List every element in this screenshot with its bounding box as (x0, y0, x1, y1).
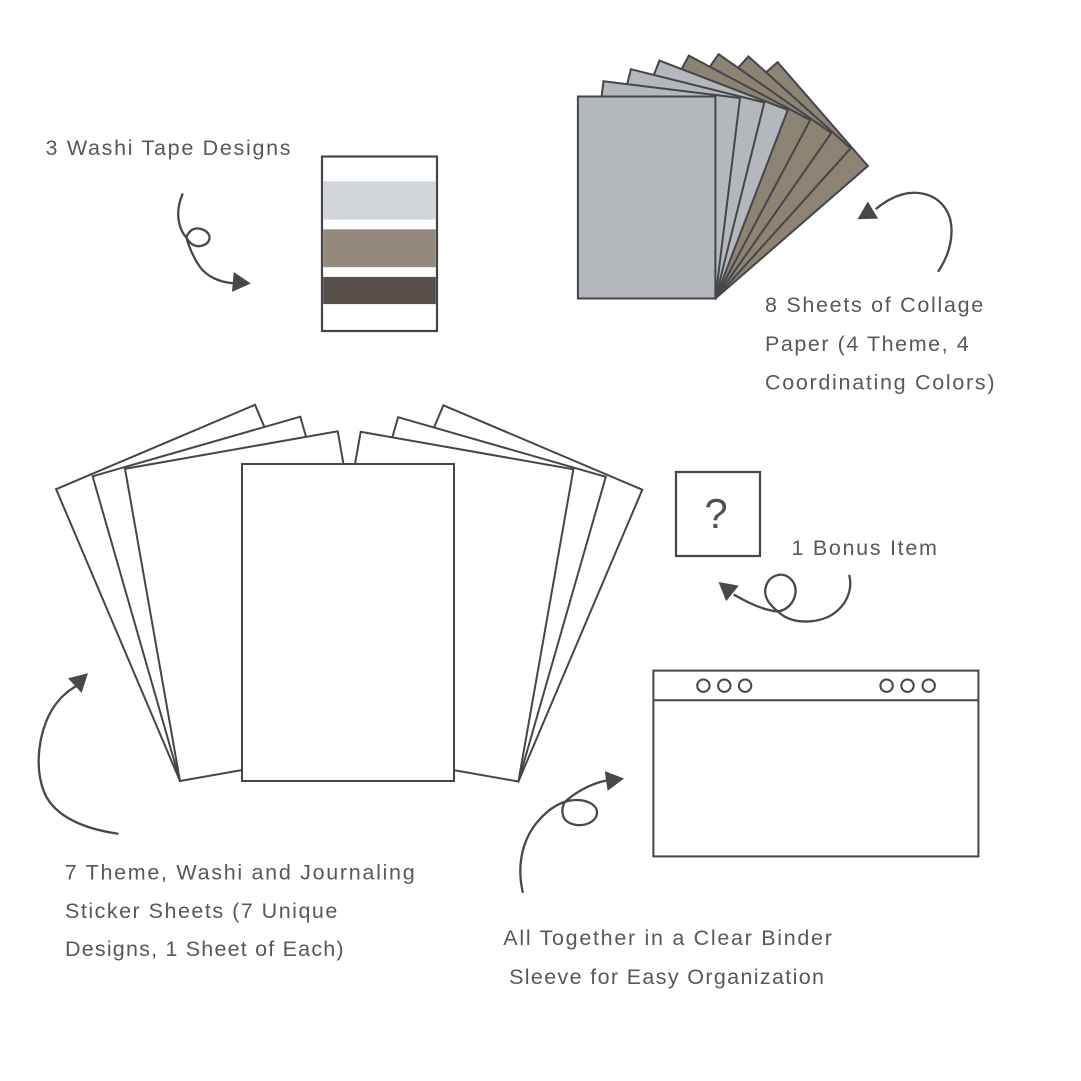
svg-text:7 Theme, Washi and Journaling: 7 Theme, Washi and Journaling (65, 861, 417, 885)
svg-text:Sleeve for Easy Organization: Sleeve for Easy Organization (509, 965, 825, 989)
svg-text:All Together in a Clear Binder: All Together in a Clear Binder (503, 926, 833, 950)
svg-text:8 Sheets of Collage: 8 Sheets of Collage (765, 293, 985, 317)
svg-text:?: ? (704, 490, 727, 537)
svg-text:3 Washi Tape Designs: 3 Washi Tape Designs (46, 136, 293, 160)
svg-text:1 Bonus Item: 1 Bonus Item (792, 536, 939, 560)
svg-text:Paper (4 Theme, 4: Paper (4 Theme, 4 (765, 332, 970, 356)
svg-text:Sticker Sheets (7 Unique: Sticker Sheets (7 Unique (65, 899, 339, 923)
svg-text:Coordinating Colors): Coordinating Colors) (765, 371, 996, 395)
svg-text:Designs, 1 Sheet of Each): Designs, 1 Sheet of Each) (65, 937, 345, 961)
